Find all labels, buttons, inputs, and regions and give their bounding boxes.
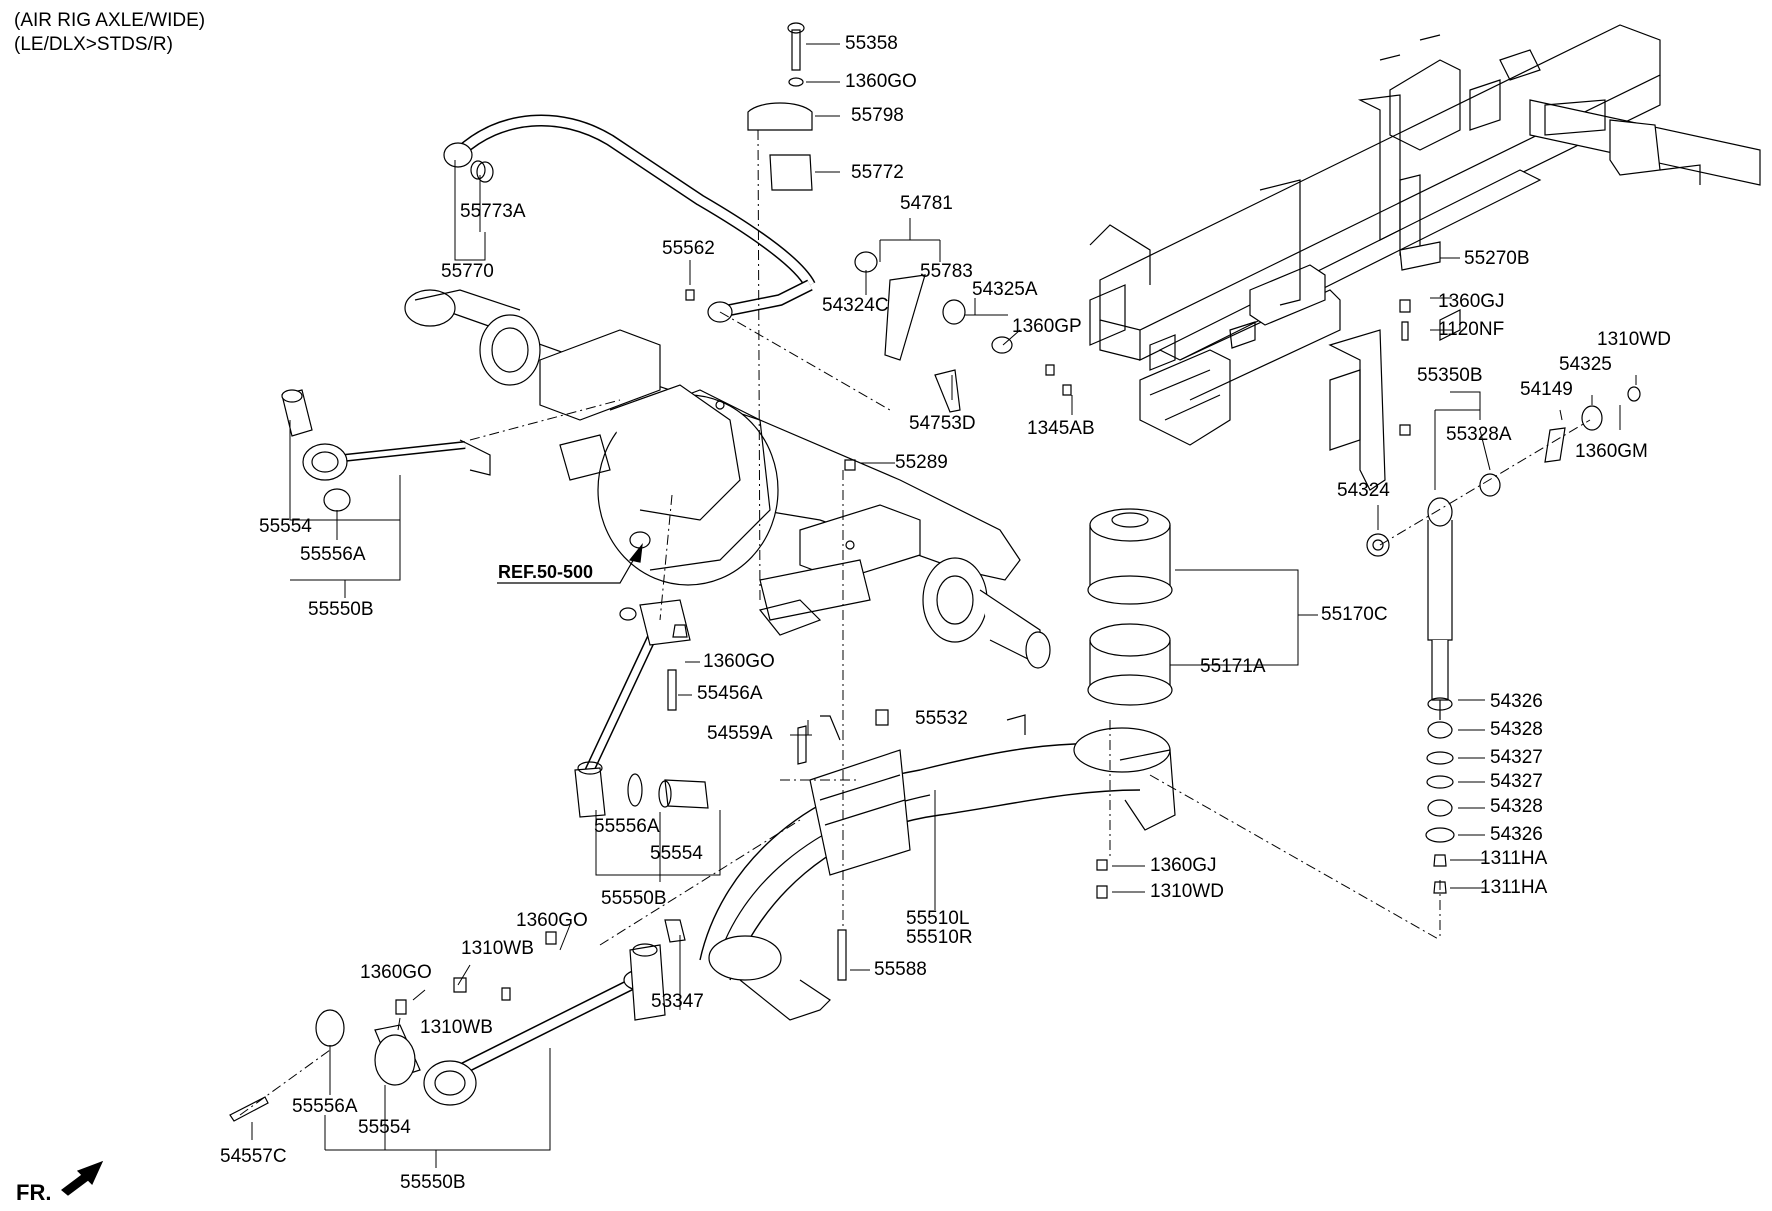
callout-1360gm[interactable]: 1360GM <box>1575 441 1648 462</box>
callout-1360gp[interactable]: 1360GP <box>1012 316 1082 337</box>
callout-54557c[interactable]: 54557C <box>220 1146 287 1167</box>
axle-housing <box>405 290 1050 668</box>
callout-55554-bot[interactable]: 55554 <box>358 1117 411 1138</box>
stabilizer-bar <box>444 120 810 322</box>
callout-54326-b[interactable]: 54326 <box>1490 824 1543 845</box>
callout-1310wb-a[interactable]: 1310WB <box>461 938 534 959</box>
callout-54324c[interactable]: 54324C <box>822 295 889 316</box>
callout-55770[interactable]: 55770 <box>441 261 494 282</box>
callout-55456a[interactable]: 55456A <box>697 683 763 704</box>
callout-55532[interactable]: 55532 <box>915 708 968 729</box>
callout-54325a[interactable]: 54325A <box>972 279 1038 300</box>
callout-55328a[interactable]: 55328A <box>1446 424 1512 445</box>
callout-55550b-left[interactable]: 55550B <box>308 599 374 620</box>
callout-55550b-bot[interactable]: 55550B <box>400 1172 466 1193</box>
diagram-header-line2: (LE/DLX>STDS/R) <box>14 34 173 55</box>
upper-left-link <box>282 390 490 511</box>
callout-54328-b[interactable]: 54328 <box>1490 796 1543 817</box>
callout-54326-a[interactable]: 54326 <box>1490 691 1543 712</box>
callout-55289[interactable]: 55289 <box>895 452 948 473</box>
callout-1360go-low[interactable]: 1360GO <box>516 910 588 931</box>
callout-1310wb-b[interactable]: 1310WB <box>420 1017 493 1038</box>
front-direction-arrow-icon <box>62 1162 102 1195</box>
callout-54327-a[interactable]: 54327 <box>1490 747 1543 768</box>
callout-55588[interactable]: 55588 <box>874 959 927 980</box>
shock-bushing-stack <box>1426 698 1454 893</box>
callout-55358[interactable]: 55358 <box>845 33 898 54</box>
assembly-guide-lines <box>240 130 1590 1115</box>
callout-54559a[interactable]: 54559A <box>707 723 773 744</box>
lower-center-link <box>575 600 708 817</box>
small-hardware <box>230 23 1640 1121</box>
callout-55783[interactable]: 55783 <box>920 261 973 282</box>
reference-pointer <box>497 545 642 583</box>
callout-55554-mid[interactable]: 55554 <box>650 843 703 864</box>
shock-absorber <box>1367 406 1602 720</box>
callout-55556a-left[interactable]: 55556A <box>300 544 366 565</box>
callout-55556a-mid[interactable]: 55556A <box>594 816 660 837</box>
callout-leaders <box>252 44 1636 1168</box>
callout-54781[interactable]: 54781 <box>900 193 953 214</box>
callout-55510l[interactable]: 55510L <box>906 908 970 929</box>
callout-1360go-top[interactable]: 1360GO <box>845 71 917 92</box>
front-direction-label: FR. <box>16 1180 52 1205</box>
callout-54324[interactable]: 54324 <box>1337 480 1390 501</box>
callout-55772[interactable]: 55772 <box>851 162 904 183</box>
callout-1345ab[interactable]: 1345AB <box>1027 418 1095 439</box>
callout-55510r[interactable]: 55510R <box>906 927 973 948</box>
callout-54328-a[interactable]: 54328 <box>1490 719 1543 740</box>
callout-1360gj-bot[interactable]: 1360GJ <box>1150 855 1217 876</box>
callout-53347[interactable]: 53347 <box>651 991 704 1012</box>
callout-55171a[interactable]: 55171A <box>1200 656 1266 677</box>
callout-54753d[interactable]: 54753D <box>909 413 976 434</box>
callout-55554-left[interactable]: 55554 <box>259 516 312 537</box>
callout-55170c[interactable]: 55170C <box>1321 604 1388 625</box>
callout-55556a-bot[interactable]: 55556A <box>292 1096 358 1117</box>
callout-1310wd-bot[interactable]: 1310WD <box>1150 881 1224 902</box>
callout-55550b-mid[interactable]: 55550B <box>601 888 667 909</box>
callout-1311ha-a[interactable]: 1311HA <box>1480 848 1548 869</box>
callout-55350b[interactable]: 55350B <box>1417 365 1483 386</box>
callout-55270b[interactable]: 55270B <box>1464 248 1530 269</box>
diagram-header-line1: (AIR RIG AXLE/WIDE) <box>14 10 206 31</box>
callout-1120nf[interactable]: 1120NF <box>1438 319 1505 340</box>
callout-1360go-low2[interactable]: 1360GO <box>360 962 432 983</box>
callout-1360go-mid[interactable]: 1360GO <box>703 651 775 672</box>
callout-55798[interactable]: 55798 <box>851 105 904 126</box>
air-spring <box>1088 509 1172 705</box>
reference-label[interactable]: REF.50-500 <box>498 562 594 582</box>
callout-1360gj-top[interactable]: 1360GJ <box>1438 291 1505 312</box>
callout-1311ha-b[interactable]: 1311HA <box>1480 877 1548 898</box>
callout-54327-b[interactable]: 54327 <box>1490 771 1543 792</box>
callout-1310wd-top[interactable]: 1310WD <box>1597 329 1671 350</box>
lower-radius-rod <box>316 944 665 1105</box>
leaf-spring <box>700 728 1175 1020</box>
callout-54149[interactable]: 54149 <box>1520 379 1573 400</box>
callout-54325[interactable]: 54325 <box>1559 354 1612 375</box>
chassis-frame <box>1090 25 1760 490</box>
callout-55562[interactable]: 55562 <box>662 238 715 259</box>
callout-55773a[interactable]: 55773A <box>460 201 526 222</box>
